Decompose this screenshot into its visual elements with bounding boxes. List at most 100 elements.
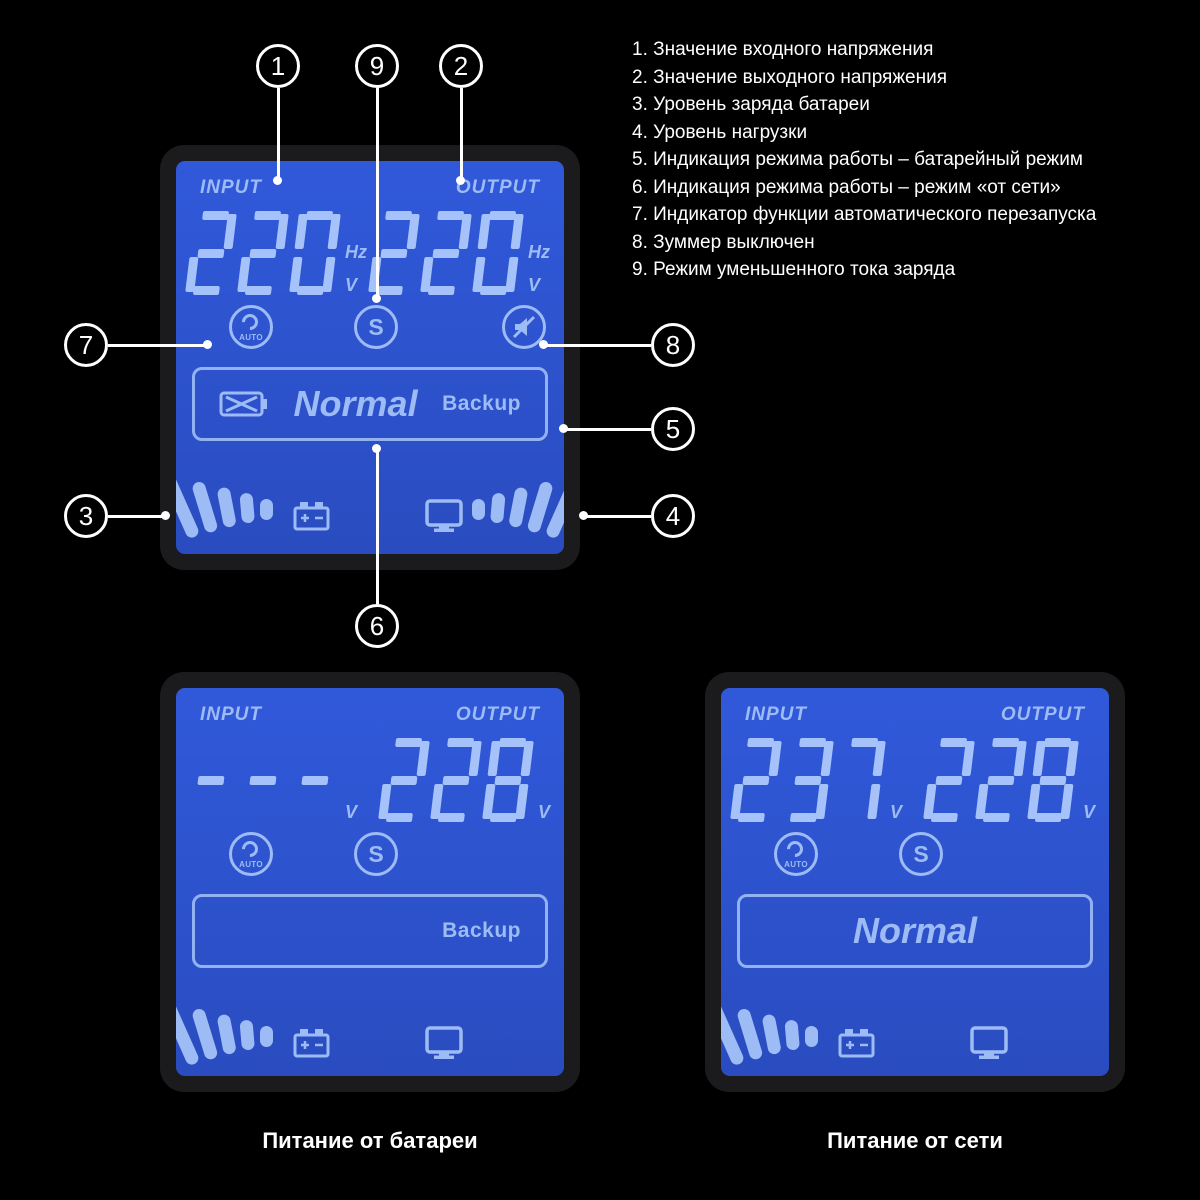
mode-indicator-box: Backup <box>192 894 548 968</box>
lcd-screen-battery: INPUT OUTPUT V V <box>176 688 564 1076</box>
input-value-display <box>190 738 336 822</box>
input-unit-v: V <box>345 275 358 295</box>
output-unit-v: V <box>1082 802 1095 822</box>
s-icon-label: S <box>368 313 384 340</box>
callout-number: 9 <box>369 50 385 81</box>
backup-mode-text: Backup <box>442 919 521 942</box>
callout-line-9 <box>376 88 379 296</box>
callout-7: 7 <box>64 323 108 367</box>
reduced-charge-icon: S <box>354 305 398 349</box>
lcd-panel-mains: INPUT OUTPUT V V <box>705 672 1125 1092</box>
legend-item: 6. Индикация режима работы – режим «от с… <box>632 176 1061 198</box>
callout-dot-3 <box>161 511 170 520</box>
gauges-row <box>176 974 564 1072</box>
auto-arc-glyph <box>238 310 262 334</box>
callout-1: 1 <box>256 44 300 88</box>
callout-dot-1 <box>273 176 282 185</box>
callout-dot-2 <box>456 176 465 185</box>
input-value-display <box>730 738 886 822</box>
callout-dot-6 <box>372 444 381 453</box>
battery-level-bars <box>721 998 818 1067</box>
battery-fault-icon <box>219 388 269 420</box>
legend-item: 3. Уровень заряда батареи <box>632 94 870 115</box>
auto-restart-icon: AUTO <box>229 832 273 876</box>
callout-line-1 <box>277 88 280 180</box>
input-unit-v: V <box>345 802 358 822</box>
callout-dot-4 <box>579 511 588 520</box>
input-value-display <box>185 211 341 295</box>
callout-2: 2 <box>439 44 483 88</box>
output-voltage-group: V <box>923 738 1095 822</box>
auto-icon-label: AUTO <box>239 860 263 869</box>
legend-item: 5. Индикация режима работы – батарейный … <box>632 149 1083 170</box>
callout-6: 6 <box>355 604 399 648</box>
legend: 1. Значение входного напряжения 2. Значе… <box>632 36 1096 284</box>
callout-number: 1 <box>270 50 286 81</box>
input-label: INPUT <box>200 177 262 198</box>
output-unit-hz: Hz <box>528 242 550 262</box>
input-label: INPUT <box>200 704 262 725</box>
output-label: OUTPUT <box>1000 704 1085 725</box>
callout-line-5 <box>566 428 651 431</box>
output-unit-v: V <box>537 802 550 822</box>
callout-line-7 <box>108 344 206 347</box>
gauges-row <box>176 447 564 545</box>
lcd-panel-main: INPUT OUTPUT Hz V Hz V <box>160 145 580 570</box>
caption-battery-mode: Питание от батареи <box>262 1128 478 1153</box>
callout-8: 8 <box>651 323 695 367</box>
callout-number: 7 <box>78 329 94 360</box>
gauges-row <box>721 974 1109 1072</box>
reduced-charge-icon: S <box>899 832 943 876</box>
lcd-screen-mains: INPUT OUTPUT V V <box>721 688 1109 1076</box>
callout-number: 4 <box>665 500 681 531</box>
battery-icon <box>292 1026 332 1060</box>
battery-level-bars <box>176 998 273 1067</box>
output-label: OUTPUT <box>455 704 540 725</box>
battery-level-bars <box>176 471 273 540</box>
buzzer-off-icon <box>502 305 546 349</box>
output-label: OUTPUT <box>455 177 540 198</box>
callout-dot-7 <box>203 340 212 349</box>
output-value-display <box>368 211 524 295</box>
output-voltage-group: Hz V <box>368 211 550 295</box>
caption-mains-mode: Питание от сети <box>827 1128 1003 1153</box>
callout-3: 3 <box>64 494 108 538</box>
callout-4: 4 <box>651 494 695 538</box>
legend-item: 4. Уровень нагрузки <box>632 121 808 143</box>
s-icon-label: S <box>913 840 929 867</box>
callout-number: 5 <box>665 413 681 444</box>
auto-icon-label: AUTO <box>239 333 263 342</box>
callout-dot-5 <box>559 424 568 433</box>
legend-item: 7. Индикатор функции автоматического пер… <box>632 204 1097 225</box>
input-voltage-group: V <box>190 738 357 822</box>
callout-line-4 <box>586 515 651 518</box>
load-monitor-icon <box>424 499 464 533</box>
mode-indicator-box: Normal Backup <box>192 367 548 441</box>
callout-5: 5 <box>651 407 695 451</box>
auto-arc-glyph <box>783 837 807 861</box>
output-unit-v: V <box>528 275 541 295</box>
callout-dot-9 <box>372 294 381 303</box>
legend-item: 9. Режим уменьшенного тока заряда <box>632 259 956 280</box>
battery-icon <box>292 499 332 533</box>
auto-arc-glyph <box>238 837 262 861</box>
callout-9: 9 <box>355 44 399 88</box>
callout-line-2 <box>460 88 463 180</box>
lcd-panel-battery: INPUT OUTPUT V V <box>160 672 580 1092</box>
load-monitor-icon <box>969 1026 1009 1060</box>
callout-line-6 <box>376 452 379 604</box>
callout-number: 2 <box>453 50 469 81</box>
normal-mode-text: Normal <box>293 383 418 424</box>
mode-indicator-box: Normal <box>737 894 1093 968</box>
output-value-display <box>378 738 534 822</box>
input-unit-v: V <box>890 802 903 822</box>
lcd-screen-main: INPUT OUTPUT Hz V Hz V <box>176 161 564 554</box>
backup-mode-text: Backup <box>442 392 521 415</box>
input-label: INPUT <box>745 704 807 725</box>
output-voltage-group: V <box>378 738 550 822</box>
legend-item: 2. Значение выходного напряжения <box>632 66 948 88</box>
callout-number: 8 <box>665 329 681 360</box>
callout-line-3 <box>108 515 165 518</box>
battery-icon <box>837 1026 877 1060</box>
